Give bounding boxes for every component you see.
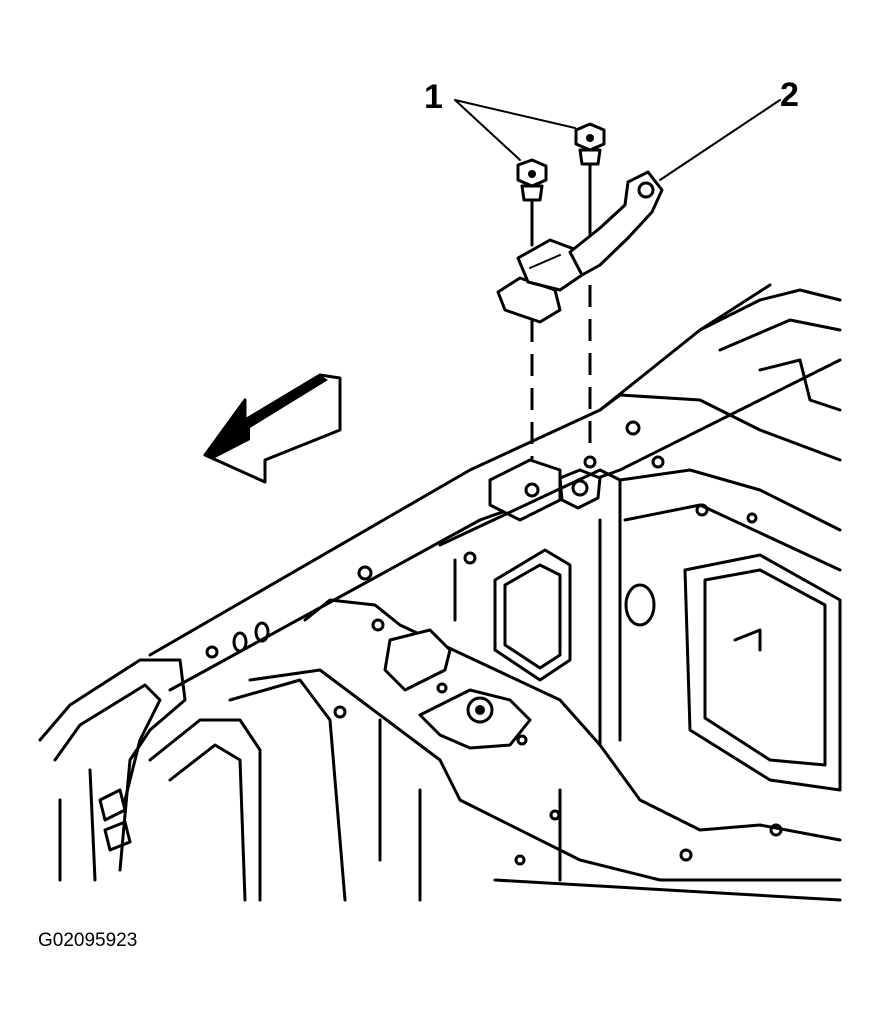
bolt-icon <box>574 122 606 272</box>
bracket-icon <box>496 170 664 324</box>
bolt-icon <box>516 158 548 247</box>
vehicle-body-structure <box>38 283 842 902</box>
callout-2-label: 2 <box>780 76 799 114</box>
callout-1-label: 1 <box>424 78 443 116</box>
callout-1-leaders <box>454 99 576 161</box>
figure-id: G02095923 <box>38 930 138 951</box>
callout-2-leader <box>659 99 781 181</box>
arrow-left-icon <box>203 373 342 484</box>
